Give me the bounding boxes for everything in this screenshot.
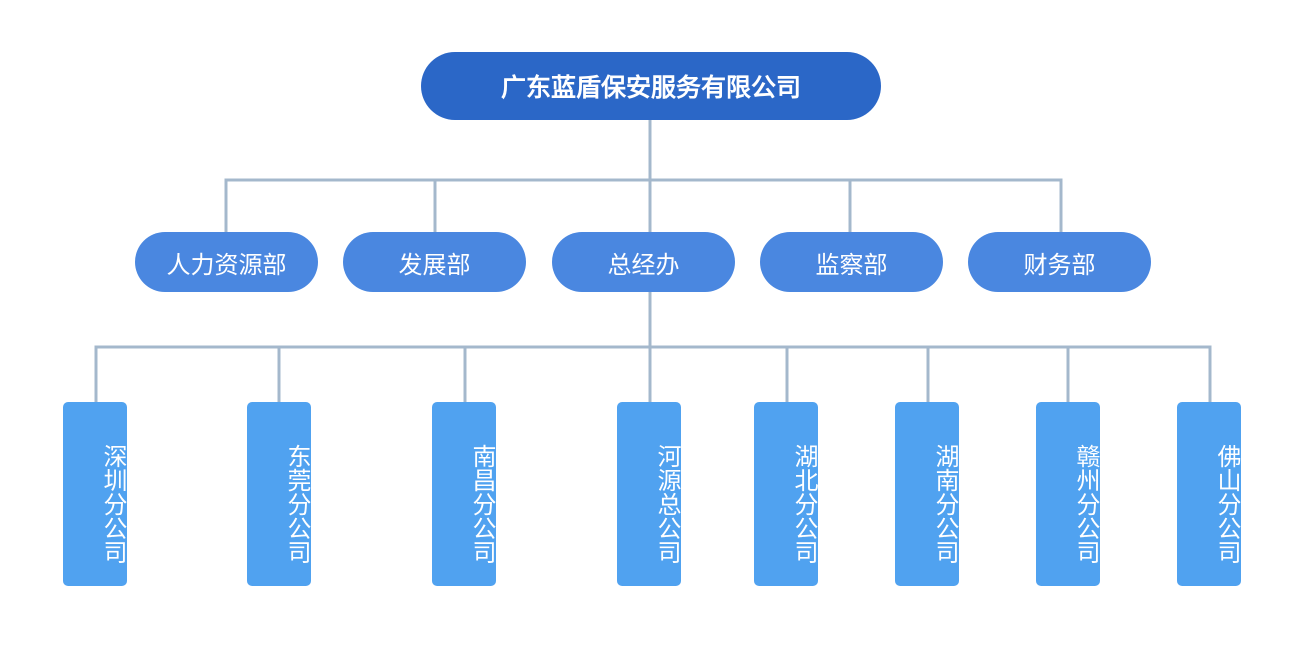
branch-node-foshan: 佛山分公司 [1177,402,1241,586]
branch-node-ganzhou: 赣州分公司 [1036,402,1100,586]
dept-node-finance: 财务部 [968,232,1151,292]
root-node-company: 广东蓝盾保安服务有限公司 [421,52,881,120]
dept-node-general-office: 总经办 [552,232,735,292]
branch-node-hunan: 湖南分公司 [895,402,959,586]
dept-node-hr: 人力资源部 [135,232,318,292]
branch-node-hubei: 湖北分公司 [754,402,818,586]
branch-node-heyuan: 河源总公司 [617,402,681,586]
dept-node-supervision: 监察部 [760,232,943,292]
branch-node-dongguan: 东莞分公司 [247,402,311,586]
dept-node-development: 发展部 [343,232,526,292]
branch-node-shenzhen: 深圳分公司 [63,402,127,586]
branch-node-nanchang: 南昌分公司 [432,402,496,586]
